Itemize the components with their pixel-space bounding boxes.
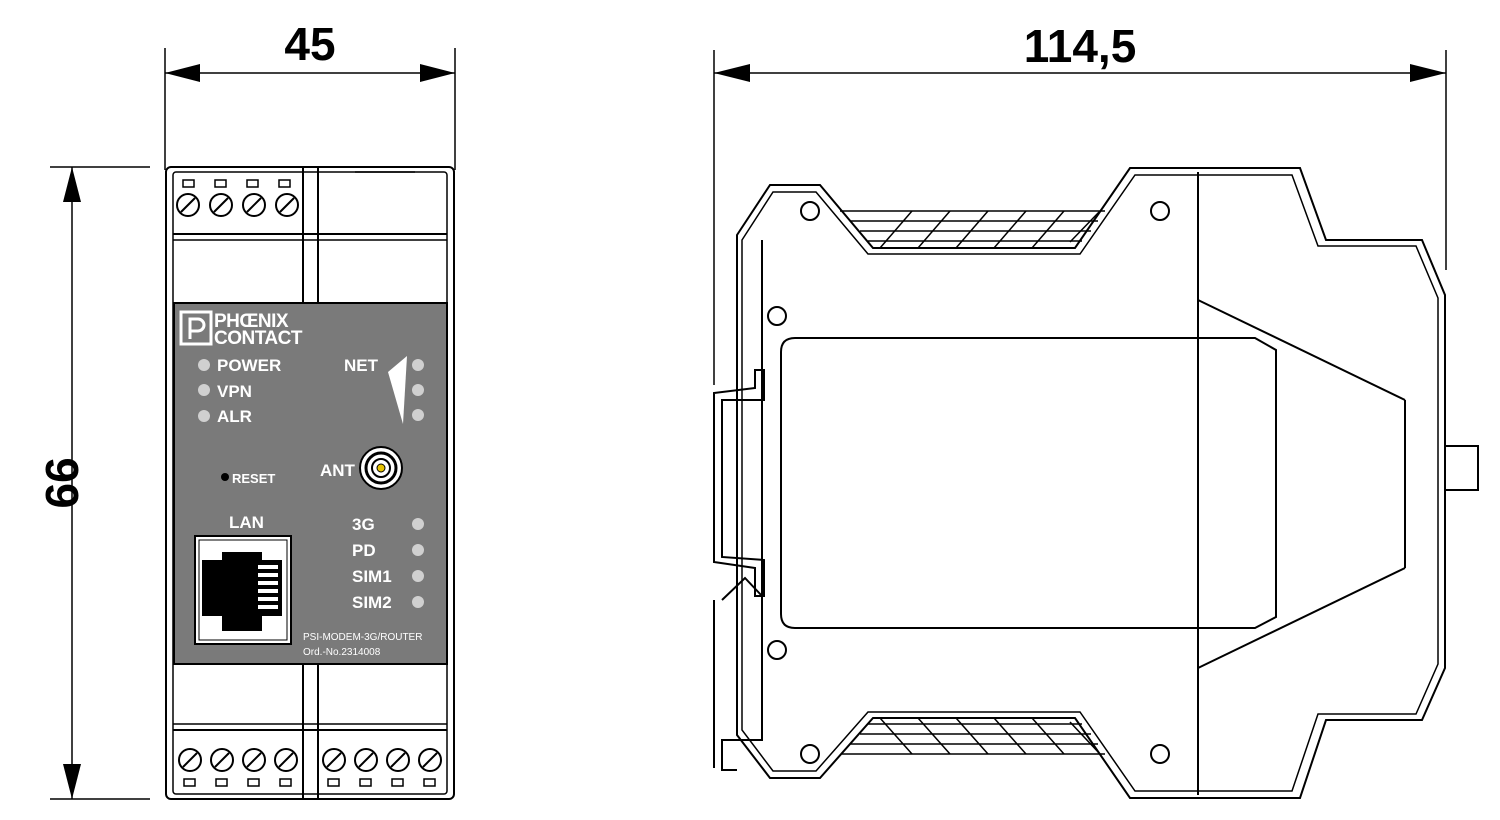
mounting-hole-icon <box>767 640 787 660</box>
din-rail-clip <box>713 369 765 771</box>
bottom-vent-hatching <box>842 717 1105 755</box>
led-label-pd: PD <box>352 541 376 560</box>
screw-icon <box>242 193 266 217</box>
right-led-group: 3G PD SIM1 SIM2 <box>352 515 424 612</box>
led-indicator <box>412 570 424 582</box>
ant-label: ANT <box>320 461 356 480</box>
led-label-vpn: VPN <box>217 382 252 401</box>
net-label: NET <box>344 356 379 375</box>
led-indicator <box>198 410 210 422</box>
front-view: PHŒNIX CONTACT POWER VPN ALR NET ANT <box>165 166 455 800</box>
screw-icon <box>386 748 410 772</box>
screw-icon <box>274 748 298 772</box>
led-indicator <box>412 596 424 608</box>
top-terminal-block <box>176 179 299 217</box>
screw-icon <box>210 748 234 772</box>
led-indicator <box>198 384 210 396</box>
width-label: 45 <box>284 18 335 70</box>
net-signal-indicator: NET <box>344 356 424 424</box>
model-label: PSI-MODEM-3G/ROUTER <box>303 632 422 643</box>
mounting-hole-icon <box>800 201 820 221</box>
screw-icon <box>354 748 378 772</box>
led-indicator <box>412 544 424 556</box>
led-label-3g: 3G <box>352 515 375 534</box>
reset-label: RESET <box>232 471 275 486</box>
antenna-connector: ANT <box>320 446 403 490</box>
led-label-power: POWER <box>217 356 281 375</box>
depth-dimension: 114,5 <box>713 20 1447 385</box>
led-indicator <box>412 409 424 421</box>
top-vent-hatching <box>840 210 1105 249</box>
height-dimension: 99 <box>36 166 150 800</box>
screw-icon <box>418 748 442 772</box>
mounting-hole-icon <box>767 306 787 326</box>
brand-line1: PHŒNIX <box>214 311 289 332</box>
led-indicator <box>412 384 424 396</box>
led-indicator <box>198 359 210 371</box>
screw-icon <box>322 748 346 772</box>
lan-port: LAN <box>194 513 292 645</box>
led-indicator <box>412 518 424 530</box>
led-label-alr: ALR <box>217 407 252 426</box>
phoenix-contact-logo: PHŒNIX CONTACT <box>179 310 303 349</box>
signal-strength-icon <box>388 356 407 424</box>
mounting-hole-icon <box>800 744 820 764</box>
screw-icon <box>209 193 233 217</box>
screw-icon <box>275 193 299 217</box>
screw-icon <box>242 748 266 772</box>
left-led-group: POWER VPN ALR <box>198 356 281 426</box>
lan-label: LAN <box>229 513 264 532</box>
screw-icon <box>176 193 200 217</box>
reset-button: RESET <box>221 471 275 486</box>
width-dimension: 45 <box>164 18 456 170</box>
antenna-stub-icon <box>1444 445 1479 491</box>
led-indicator <box>412 359 424 371</box>
led-label-sim2: SIM2 <box>352 593 392 612</box>
antenna-pin-icon <box>376 463 386 473</box>
mounting-hole-icon <box>1150 201 1170 221</box>
side-view <box>713 167 1479 799</box>
led-label-sim1: SIM1 <box>352 567 392 586</box>
bottom-terminal-block <box>178 748 442 787</box>
screw-icon <box>178 748 202 772</box>
mounting-hole-icon <box>1150 744 1170 764</box>
order-number-label: Ord.-No.2314008 <box>303 647 381 658</box>
rj45-socket-icon <box>202 552 282 631</box>
depth-label: 114,5 <box>1024 20 1137 72</box>
height-label: 99 <box>36 457 88 508</box>
brand-line2: CONTACT <box>214 328 303 349</box>
